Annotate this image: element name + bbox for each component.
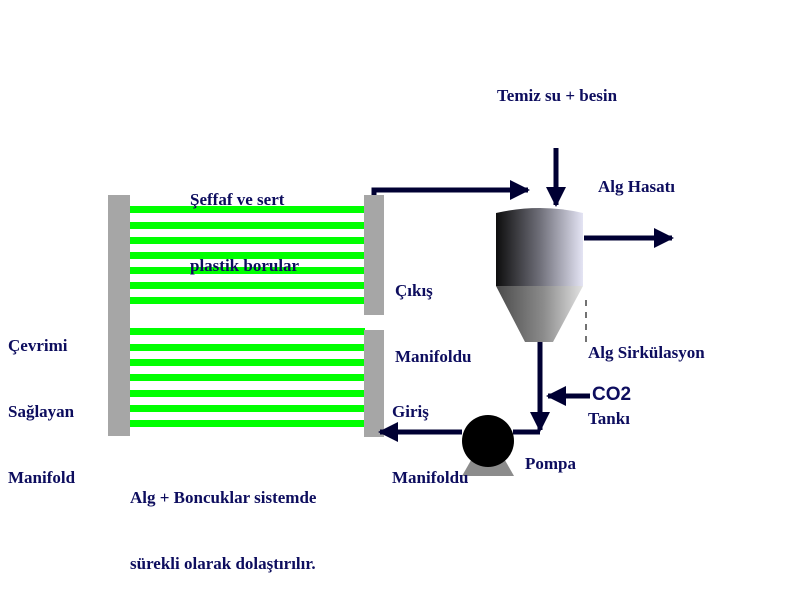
circulation-manifold-label: Çevrimi Sağlayan Manifold xyxy=(8,291,75,511)
tube xyxy=(129,344,365,351)
tube xyxy=(129,297,365,304)
fresh-water-label: Temiz su + besin xyxy=(497,86,618,105)
tube xyxy=(129,206,365,213)
circ-label-line: Sağlayan xyxy=(8,402,75,421)
harvest-label: Alg Hasatı xyxy=(598,177,675,196)
tube xyxy=(129,390,365,397)
tank-label-line: Tankı xyxy=(588,409,630,428)
circ-label-line: Manifold xyxy=(8,468,76,487)
tube xyxy=(129,222,365,229)
tube xyxy=(129,374,365,381)
tube xyxy=(129,420,365,427)
tubes-label: Şeffaf ve sert plastik borular xyxy=(190,145,299,299)
inlet-manifold-label: Giriş Manifoldu xyxy=(392,357,469,511)
outlet-to-tank-arrow xyxy=(371,180,530,200)
outlet-label-line: Çıkış xyxy=(395,281,433,300)
upper-tube-group xyxy=(129,206,365,304)
tube xyxy=(129,237,365,244)
co2-label: CO2 xyxy=(592,384,632,405)
inlet-manifold xyxy=(364,330,384,437)
lower-tube-group xyxy=(129,328,365,427)
pipe-network xyxy=(371,148,674,442)
outlet-manifold-label: Çıkış Manifoldu xyxy=(395,236,472,390)
tank-label: Alg Sirkülasyon Tankı xyxy=(588,298,705,452)
circulation-manifold xyxy=(108,195,130,436)
inlet-label-line: Giriş xyxy=(392,402,429,421)
tube xyxy=(129,252,365,259)
tube xyxy=(129,405,365,412)
pump xyxy=(462,415,514,476)
tank-label-line: Alg Sirkülasyon xyxy=(588,343,705,362)
circ-label-line: Çevrimi xyxy=(8,336,68,355)
tubes-label-line: Şeffaf ve sert xyxy=(190,190,285,209)
tube xyxy=(129,267,365,274)
circulation-tank xyxy=(496,208,583,342)
note-line: sürekli olarak dolaştırılır. xyxy=(130,554,316,573)
outlet-label-line: Manifoldu xyxy=(395,347,472,366)
pump-label: Pompa xyxy=(525,454,576,473)
tubes-label-line: plastik borular xyxy=(190,256,300,275)
circulation-note: Alg + Boncuklar sistemde sürekli olarak … xyxy=(130,443,316,597)
tube xyxy=(129,359,365,366)
inlet-label-line: Manifoldu xyxy=(392,468,469,487)
outlet-manifold xyxy=(364,195,384,315)
note-line: Alg + Boncuklar sistemde xyxy=(130,488,317,507)
tube xyxy=(129,282,365,289)
tube xyxy=(129,328,365,335)
